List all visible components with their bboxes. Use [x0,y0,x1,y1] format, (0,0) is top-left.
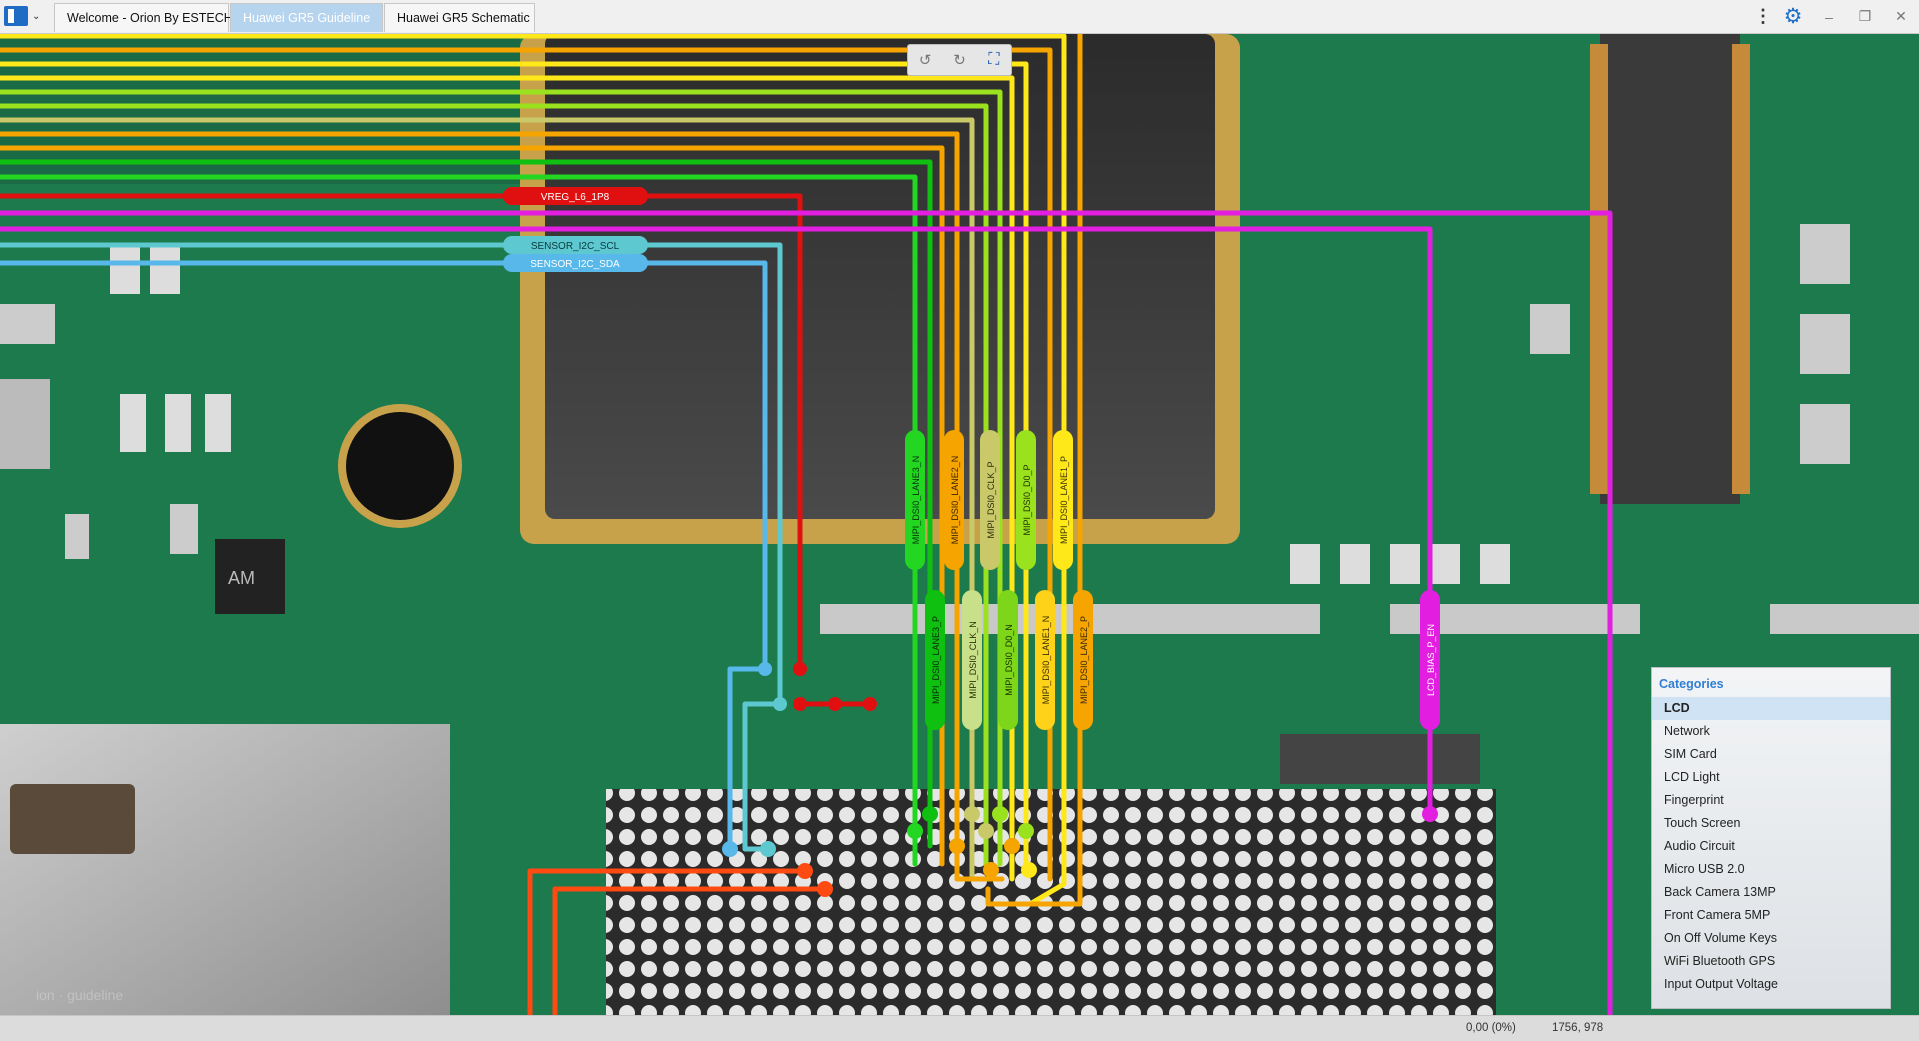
categories-title: Categories [1659,677,1724,691]
minimize-icon[interactable]: – [1825,8,1833,25]
svg-text:MIPI_DSI0_LANE2_N: MIPI_DSI0_LANE2_N [950,456,960,545]
rotate-right-icon[interactable]: ↻ [953,52,966,69]
chevron-down-icon: ⌄ [32,10,41,22]
svg-text:MIPI_DSI0_CLK_P: MIPI_DSI0_CLK_P [986,461,996,538]
net-label-lane1p[interactable]: MIPI_DSI0_LANE1_P [1053,430,1073,570]
cursor-coordinates: 1756, 978 [1552,1022,1604,1034]
pad-strip-3 [1770,604,1919,634]
app-menu-button[interactable]: ⌄ [4,5,48,27]
net-label-sda[interactable]: SENSOR_I2C_SDA [503,254,648,272]
svg-text:MIPI_DSI0_CLK_N: MIPI_DSI0_CLK_N [968,621,978,699]
category-item[interactable]: Back Camera 13MP [1664,885,1776,899]
pad-strip-1 [820,604,1320,634]
net-label-lane1n[interactable]: MIPI_DSI0_LANE1_N [1035,590,1055,730]
view-toolbar: ↺ ↻ ⛶ [907,44,1012,76]
more-options-icon[interactable]: ⋮ [1754,6,1772,26]
fpc-connector [1600,34,1740,504]
category-item[interactable]: Micro USB 2.0 [1664,862,1745,876]
svg-text:MIPI_DSI0_D0_P: MIPI_DSI0_D0_P [1022,464,1032,535]
category-item[interactable]: Front Camera 5MP [1664,908,1771,922]
category-item[interactable]: On Off Volume Keys [1664,931,1778,945]
net-label-lane2n[interactable]: MIPI_DSI0_LANE2_N [944,430,964,570]
svg-text:SENSOR_I2C_SDA: SENSOR_I2C_SDA [530,259,620,270]
zoom-readout: 0,00 (0%) [1466,1022,1516,1034]
board-view[interactable]: AM [0,34,1919,1015]
mounting-hole [346,412,454,520]
svg-text:MIPI_DSI0_LANE2_P: MIPI_DSI0_LANE2_P [1079,616,1089,704]
net-label-lane2p[interactable]: MIPI_DSI0_LANE2_P [1073,590,1093,730]
net-label-bias[interactable]: LCD_BIAS_P_EN [1420,590,1440,730]
sim-tray-area [0,724,450,1015]
tab-bar: ⌄ Welcome - Orion By ESTECH Huawei GR5 G… [0,0,1919,34]
category-item[interactable]: Audio Circuit [1664,839,1735,853]
test-pads [722,662,1438,897]
close-icon[interactable]: ✕ [1895,8,1907,24]
tab-welcome[interactable]: Welcome - Orion By ESTECH [54,3,233,32]
svg-text:MIPI_DSI0_LANE1_P: MIPI_DSI0_LANE1_P [1059,456,1069,544]
watermark: ion · guideline [36,987,124,1003]
metal-clip [10,784,135,854]
connector-pins [1590,44,1750,494]
smd-components [0,224,1850,784]
tab-huawei-gr5-schematic[interactable]: Huawei GR5 Schematic [384,3,535,32]
net-label-scl[interactable]: SENSOR_I2C_SCL [503,236,648,254]
gear-icon[interactable]: ⚙ [1783,5,1803,28]
category-item[interactable]: Fingerprint [1664,793,1724,807]
pcb-top-left-area [0,34,520,184]
category-item[interactable]: SIM Card [1664,747,1717,761]
net-label-lane3p[interactable]: MIPI_DSI0_LANE3_P [925,590,945,730]
category-item[interactable]: LCD [1652,697,1890,720]
net-label-d0p[interactable]: MIPI_DSI0_D0_P [1016,430,1036,570]
svg-text:MIPI_DSI0_LANE1_N: MIPI_DSI0_LANE1_N [1041,616,1051,705]
category-item[interactable]: LCD Light [1664,770,1720,784]
status-bar: 0,00 (0%) 1756, 978 [0,1015,1919,1041]
net-label-lane3n[interactable]: MIPI_DSI0_LANE3_N [905,430,925,570]
net-label-clkp[interactable]: MIPI_DSI0_CLK_P [980,430,1000,570]
svg-text:MIPI_DSI0_D0_N: MIPI_DSI0_D0_N [1004,624,1014,696]
svg-text:MIPI_DSI0_LANE3_P: MIPI_DSI0_LANE3_P [931,616,941,704]
category-item[interactable]: Input Output Voltage [1664,977,1778,991]
chip-marking: AM [228,568,255,588]
board-canvas: AM [0,34,1919,1015]
net-label-clkn[interactable]: MIPI_DSI0_CLK_N [962,590,982,730]
svg-text:MIPI_DSI0_LANE3_N: MIPI_DSI0_LANE3_N [911,456,921,545]
restore-icon[interactable]: ❐ [1858,8,1872,24]
net-label-d0n[interactable]: MIPI_DSI0_D0_N [998,590,1018,730]
svg-text:VREG_L6_1P8: VREG_L6_1P8 [541,192,610,203]
fit-screen-icon[interactable]: ⛶ [988,51,1000,68]
category-item[interactable]: Touch Screen [1664,816,1741,830]
tab-huawei-gr5-guideline[interactable]: Huawei GR5 Guideline [230,3,383,32]
svg-text:LCD_BIAS_P_EN: LCD_BIAS_P_EN [1426,624,1436,696]
category-item[interactable]: WiFi Bluetooth GPS [1664,954,1776,968]
category-item[interactable]: Network [1664,724,1710,738]
app-logo-icon [4,6,28,26]
svg-text:SENSOR_I2C_SCL: SENSOR_I2C_SCL [531,241,620,252]
net-label-vreg[interactable]: VREG_L6_1P8 [503,187,648,205]
rotate-left-icon[interactable]: ↺ [918,52,932,69]
